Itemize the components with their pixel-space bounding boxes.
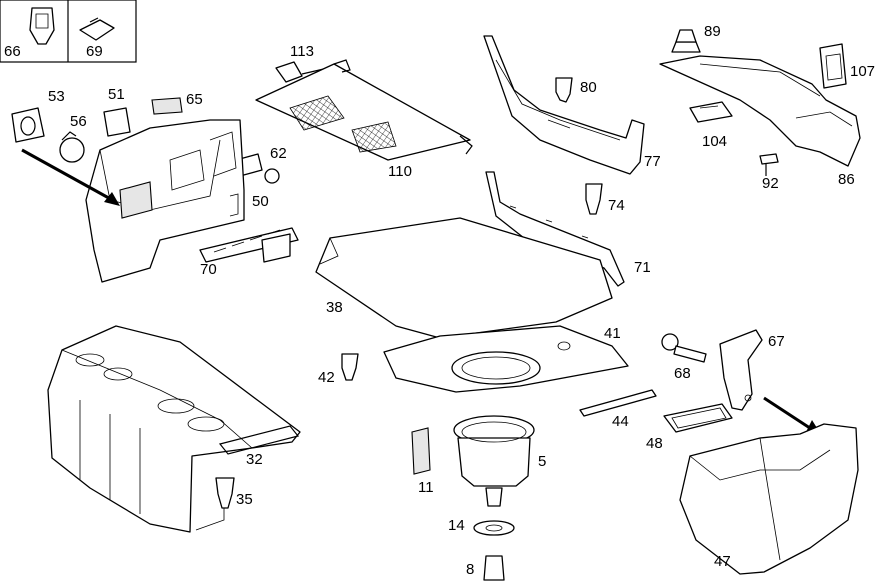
part-44-strap[interactable] — [579, 389, 657, 417]
label-80: 80 — [580, 79, 597, 96]
label-92: 92 — [762, 175, 779, 192]
inset-box-66-69 — [0, 0, 137, 63]
label-65: 65 — [186, 91, 203, 108]
label-69: 69 — [86, 43, 103, 60]
part-69-pad[interactable] — [79, 17, 115, 41]
part-70-grille[interactable] — [199, 227, 299, 263]
label-66: 66 — [4, 43, 21, 60]
part-67-bracket[interactable] — [719, 329, 763, 411]
part-56-knob[interactable] — [59, 131, 85, 163]
part-92-screw[interactable] — [759, 153, 779, 176]
part-42-clip[interactable] — [341, 353, 359, 381]
part-80-clip[interactable] — [555, 77, 573, 103]
label-89: 89 — [704, 23, 721, 40]
part-32-rear-shelf[interactable] — [47, 325, 301, 533]
label-74: 74 — [608, 197, 625, 214]
part-66-clip[interactable] — [29, 7, 55, 45]
part-50-side-panel[interactable] — [85, 119, 245, 283]
label-77: 77 — [644, 153, 661, 170]
label-62: 62 — [270, 145, 287, 162]
part-77-sill-trim[interactable] — [483, 35, 645, 175]
part-110-net[interactable] — [255, 59, 473, 161]
label-5: 5 — [538, 453, 546, 470]
part-51-cover[interactable] — [103, 107, 131, 137]
part-48-tray[interactable] — [663, 403, 733, 433]
label-56: 56 — [70, 113, 87, 130]
part-89-cap[interactable] — [671, 29, 701, 53]
label-71: 71 — [634, 259, 651, 276]
arrow-53-to-50 — [21, 148, 120, 206]
label-44: 44 — [612, 413, 629, 430]
part-47-side-trim[interactable] — [679, 423, 859, 575]
part-104-latch[interactable] — [689, 101, 733, 123]
part-8-plug[interactable] — [483, 555, 505, 581]
part-35-clip[interactable] — [195, 477, 235, 531]
part-14-washer[interactable] — [473, 520, 515, 536]
label-42: 42 — [318, 369, 335, 386]
part-65-label[interactable] — [151, 97, 183, 115]
label-35: 35 — [236, 491, 253, 508]
label-107: 107 — [850, 63, 875, 80]
label-67: 67 — [768, 333, 785, 350]
part-74-clip[interactable] — [585, 183, 603, 215]
part-86-rear-panel[interactable] — [659, 55, 861, 167]
label-51: 51 — [108, 86, 125, 103]
label-50: 50 — [252, 193, 269, 210]
part-68-bolt[interactable] — [661, 333, 707, 363]
label-38: 38 — [326, 299, 343, 316]
label-86: 86 — [838, 171, 855, 188]
label-70: 70 — [200, 261, 217, 278]
label-14: 14 — [448, 517, 465, 534]
part-5-spare-well[interactable] — [453, 415, 535, 507]
label-68: 68 — [674, 365, 691, 382]
label-104: 104 — [702, 133, 727, 150]
part-107-bracket[interactable] — [819, 43, 847, 89]
label-11: 11 — [418, 479, 434, 496]
part-38-floor-mat[interactable] — [315, 217, 613, 339]
part-53-cap[interactable] — [11, 107, 45, 143]
label-32: 32 — [246, 451, 263, 468]
part-11-pad[interactable] — [411, 427, 431, 475]
label-47: 47 — [714, 553, 731, 570]
label-53: 53 — [48, 88, 65, 105]
label-113: 113 — [290, 43, 314, 60]
label-8: 8 — [466, 561, 474, 578]
part-41-floor-panel[interactable] — [383, 325, 629, 393]
label-110: 110 — [388, 163, 412, 180]
label-41: 41 — [604, 325, 621, 342]
label-48: 48 — [646, 435, 663, 452]
